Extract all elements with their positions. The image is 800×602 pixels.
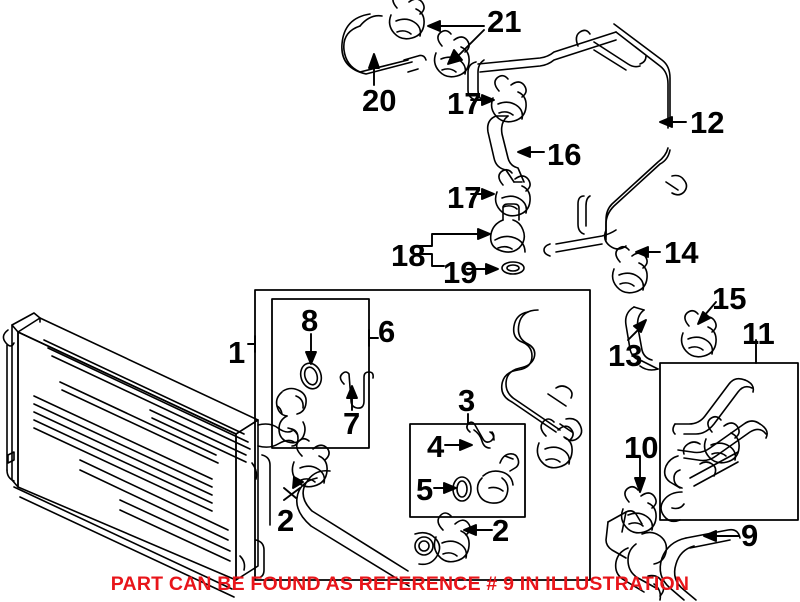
coolant-temperature-sensor-illustration [489,203,526,275]
coolant-hose-9-illustration [659,528,741,601]
group-box-6 [271,298,370,449]
shaped-coolant-hose-illustration [500,309,583,442]
callout-label-15[interactable]: 15 [712,281,747,316]
coolant-outlet-flange-illustration [605,510,668,601]
callout-label-10[interactable]: 10 [624,430,659,465]
callout-label-13[interactable]: 13 [608,338,643,373]
spring-clamp-illustration [703,415,740,464]
callout-leaders [247,20,757,542]
reference-note-text: PART CAN BE FOUND AS REFERENCE # 9 IN IL… [110,573,690,595]
thermostat-illustration [452,421,520,504]
callout-label-2b[interactable]: 2 [492,513,510,548]
coolant-pipe-12-illustration [467,23,688,257]
spring-clamp-illustration [433,29,470,78]
upper-coolant-hose-20-illustration [341,13,427,75]
callout-label-6[interactable]: 6 [378,314,396,349]
spring-clamp-illustration [433,512,471,563]
water-outlet-connector-illustration [275,362,374,444]
callout-label-11[interactable]: 11 [742,316,775,351]
callout-label-9[interactable]: 9 [741,518,759,553]
coolant-hose-16-illustration [486,115,525,183]
callout-label-16[interactable]: 16 [547,137,582,172]
callout-label-17a[interactable]: 17 [447,86,482,121]
callout-label-8[interactable]: 8 [301,303,319,338]
coolant-hose-13-illustration [624,306,659,371]
callout-label-3[interactable]: 3 [458,383,476,418]
group-box-1 [254,289,591,581]
spring-clamp-illustration [388,0,425,40]
callout-label-17b[interactable]: 17 [447,180,482,215]
spring-clamp-illustration [490,74,527,123]
callout-label-21[interactable]: 21 [487,4,522,39]
callout-label-20[interactable]: 20 [362,83,397,118]
callout-label-1[interactable]: 1 [228,335,246,370]
spring-clamp-illustration [680,309,717,358]
callout-label-14[interactable]: 14 [664,235,699,270]
callout-label-19[interactable]: 19 [443,255,478,290]
callout-label-12[interactable]: 12 [690,105,725,140]
spring-clamp-illustration [620,485,657,534]
coolant-pipe-assembly-illustration [660,377,768,523]
callout-label-4[interactable]: 4 [427,429,445,464]
group-box-11 [659,362,799,521]
callout-label-7[interactable]: 7 [343,406,361,441]
spring-clamp-illustration [494,168,531,217]
callout-label-18[interactable]: 18 [391,238,426,273]
spring-clamp-illustration [536,418,574,469]
callout-label-2a[interactable]: 2 [277,503,295,538]
callout-label-5[interactable]: 5 [416,472,434,507]
lower-coolant-hose-illustration [295,469,441,587]
radiator-illustration [2,312,299,598]
